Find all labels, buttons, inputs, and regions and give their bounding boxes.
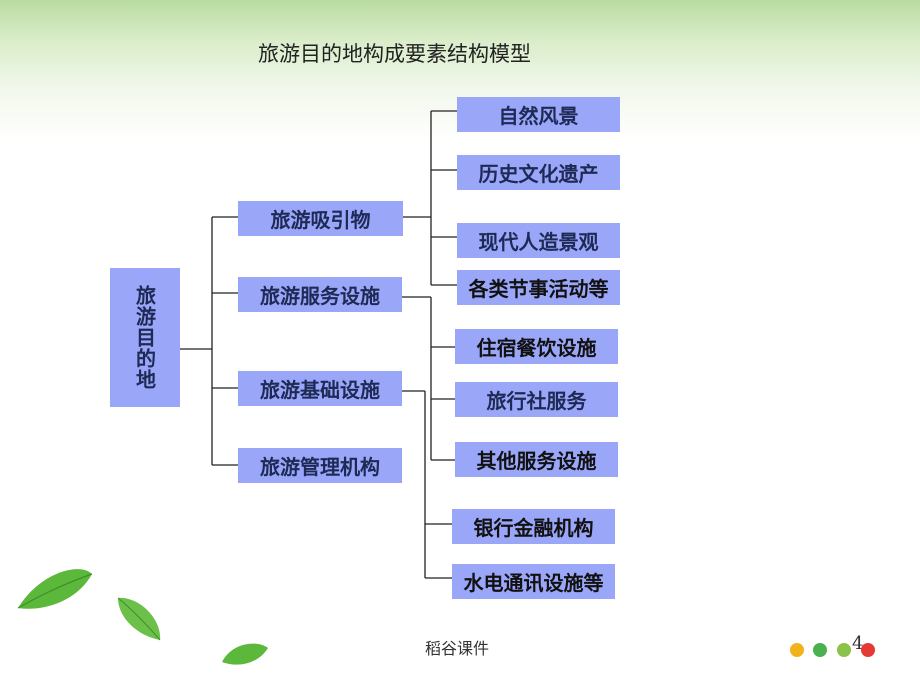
node-cultural-heritage: 历史文化遗产 <box>457 155 620 190</box>
node-events: 各类节事活动等 <box>457 270 620 305</box>
node-natural-scenery: 自然风景 <box>457 97 620 132</box>
footer-text: 稻谷课件 <box>425 639 490 658</box>
root-node: 旅游目的地 <box>110 268 180 407</box>
node-modern-landscape: 现代人造景观 <box>457 223 620 258</box>
node-management: 旅游管理机构 <box>238 448 402 483</box>
dot-red <box>861 643 875 657</box>
node-attractions: 旅游吸引物 <box>238 201 403 236</box>
node-banking: 银行金融机构 <box>452 509 615 544</box>
node-travel-agency: 旅行社服务 <box>455 382 618 417</box>
node-other-services: 其他服务设施 <box>455 442 618 477</box>
dot-yellow <box>790 643 804 657</box>
dot-green <box>813 643 827 657</box>
node-infrastructure: 旅游基础设施 <box>238 371 402 406</box>
root-label: 旅游目的地 <box>132 285 157 390</box>
node-services: 旅游服务设施 <box>238 277 402 312</box>
leaf-decoration <box>17 569 268 665</box>
node-utilities: 水电通讯设施等 <box>452 564 615 599</box>
dot-lightgreen <box>837 643 851 657</box>
page-number: 4 <box>852 633 864 654</box>
node-lodging-dining: 住宿餐饮设施 <box>455 329 618 364</box>
page-title: 旅游目的地构成要素结构模型 <box>258 42 531 66</box>
